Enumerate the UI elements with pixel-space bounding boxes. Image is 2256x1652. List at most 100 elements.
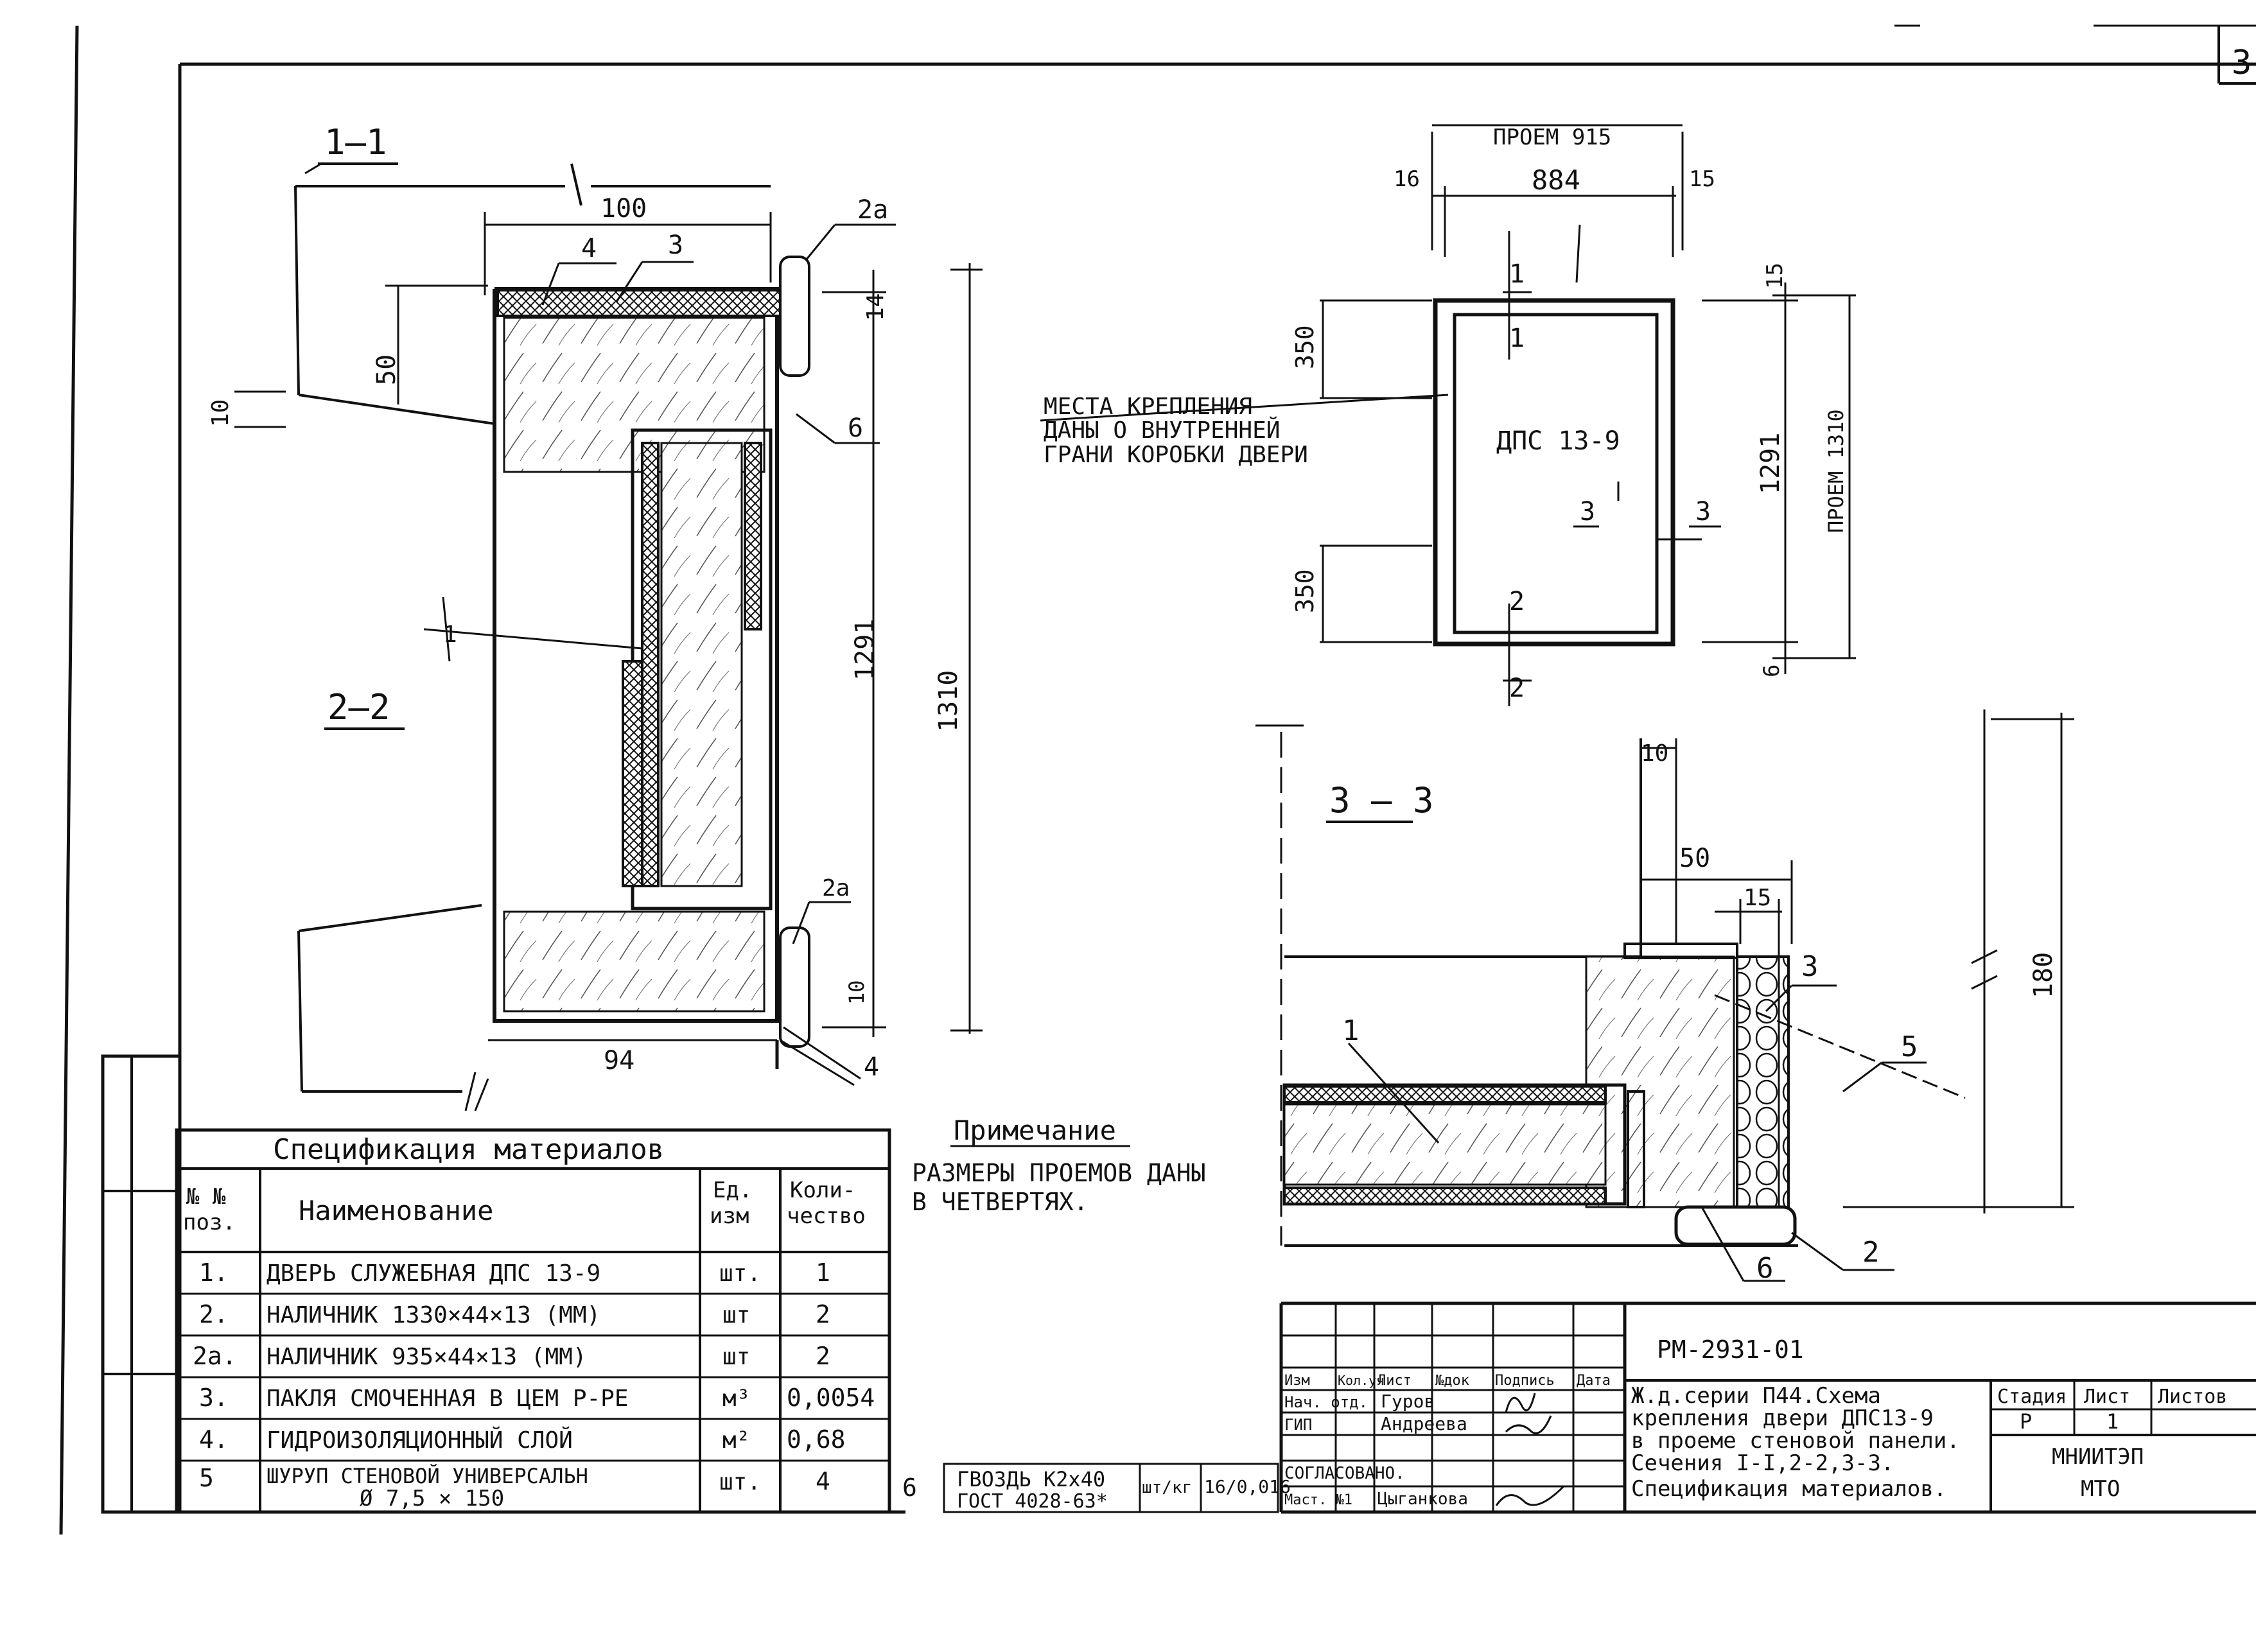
row-3-unit: шт	[722, 1344, 750, 1370]
tb-header-sign: Подпись	[1495, 1373, 1555, 1389]
callout-2-s33: 2	[1862, 1236, 1880, 1269]
spec-title: Спецификация материалов	[273, 1133, 664, 1166]
extra-name2: ГОСТ 4028-63*	[957, 1490, 1108, 1513]
dim-15-top: 15	[1689, 166, 1715, 192]
title-block: Изм Кол.уч Лист №док Подпись Дата Нач. о…	[1279, 1301, 2256, 1514]
extra-unit: шт/кг	[1142, 1478, 1192, 1497]
sheet-value: 1	[2106, 1409, 2119, 1434]
row-2-unit: шт	[722, 1302, 750, 1328]
header-qty-1: Коли-	[790, 1178, 855, 1203]
row-6-qty: 4	[816, 1467, 830, 1495]
callout-3-top: 3	[668, 230, 683, 260]
dim-6: 6	[1759, 665, 1785, 677]
header-unit-2: изм	[710, 1203, 749, 1229]
extra-qty: 16/0,016	[1204, 1476, 1291, 1497]
header-qty-2: чество	[787, 1203, 866, 1229]
dim-180: 180	[2029, 952, 2058, 998]
dim-15-s33: 15	[1744, 885, 1771, 911]
tb-desc-1: Ж.д.серии П44.Схема	[1631, 1383, 1881, 1409]
extra-name: ГВОЗДЬ К2х40	[957, 1467, 1105, 1491]
leader-note-line-3: ГРАНИ КОРОБКИ ДВЕРИ	[1044, 442, 1308, 468]
tb-role-1: Нач. отд.	[1284, 1393, 1368, 1411]
tb-desc-3: в проеме стеновой панели.	[1631, 1428, 1960, 1454]
tb-header-ndok: №док	[1435, 1373, 1469, 1389]
tb-header-kol: Кол.уч	[1338, 1373, 1384, 1388]
row-1-name: ДВЕРЬ СЛУЖЕБНАЯ ДПС 13-9	[267, 1260, 600, 1287]
tb-name-4: Цыганкова	[1377, 1490, 1468, 1509]
cut-marker-1: 1	[443, 622, 457, 648]
row-1-qty: 1	[816, 1258, 830, 1287]
section-1-1-title: 1—1	[324, 122, 387, 162]
dim-opening-1310: ПРОЕМ 1310	[1824, 409, 1848, 533]
dim-10-s33: 10	[1641, 740, 1668, 767]
tb-header-izm: Изм	[1284, 1373, 1310, 1389]
signature-2	[1505, 1415, 1552, 1434]
row-6-pos: 5	[199, 1464, 214, 1492]
callout-1-s33: 1	[1342, 1014, 1360, 1047]
tb-desc-5: Спецификация материалов.	[1631, 1476, 1946, 1502]
row-1-pos: 1.	[199, 1258, 229, 1287]
note-line-1: РАЗМЕРЫ ПРОЕМОВ ДАНЫ	[912, 1159, 1206, 1187]
row-2-qty: 2	[816, 1300, 830, 1328]
tb-header-list: Лист	[1377, 1373, 1412, 1389]
dim-350-bottom: 350	[1291, 569, 1319, 613]
tb-header-date: Дата	[1577, 1373, 1611, 1389]
dim-1291-section: 1291	[850, 619, 880, 681]
row-6-name2: Ø 7,5 × 150	[360, 1486, 504, 1511]
dim-15-right: 15	[1762, 263, 1788, 289]
callout-4-bottom: 4	[864, 1052, 879, 1082]
table-row: 1. ДВЕРЬ СЛУЖЕБНАЯ ДПС 13-9 шт. 1	[199, 1258, 830, 1287]
table-row: 5 ШУРУП СТЕНОВОЙ УНИВЕРСАЛЬН Ø 7,5 × 150…	[199, 1464, 830, 1511]
row-2-name: НАЛИЧНИК 1330×44×13 (ММ)	[267, 1302, 600, 1328]
leader-note-line-2: ДАНЫ О ВНУТРЕННЕЙ	[1044, 417, 1280, 444]
section-1-1-drawing: 1—1	[207, 122, 983, 1111]
callout-3-s33: 3	[1801, 950, 1819, 983]
note-line-2: В ЧЕТВЕРТЯХ.	[912, 1188, 1089, 1216]
section-3-3-drawing: 3 — 3 10 50 15	[1255, 709, 2074, 1285]
door-label: ДПС 13-9	[1496, 426, 1620, 456]
org-2: МТО	[2081, 1476, 2120, 1502]
cut-mark-1-top: 1	[1509, 259, 1525, 289]
callout-4-top: 4	[581, 234, 597, 263]
tb-role-3: СОГЛАСОВАНО.	[1284, 1464, 1405, 1483]
dim-1291-elev: 1291	[1756, 433, 1785, 494]
row-5-unit: м²	[722, 1427, 750, 1454]
dim-884: 884	[1532, 164, 1580, 196]
table-row: 3. ПАКЛЯ СМОЧЕННАЯ В ЦЕМ Р-РЕ м³ 0,0054	[199, 1384, 875, 1412]
dim-50: 50	[372, 354, 401, 385]
row-5-pos: 4.	[199, 1425, 229, 1454]
row-5-qty: 0,68	[787, 1425, 846, 1454]
dim-opening-915: ПРОЕМ 915	[1493, 125, 1611, 150]
row-1-unit: шт.	[719, 1260, 761, 1287]
header-name: Наименование	[299, 1195, 493, 1226]
door-elevation-drawing: ПРОЕМ 915 884 16 15 ДПС 13-9 350 350 15 …	[1040, 124, 1856, 706]
stage-value: Р	[2020, 1409, 2032, 1434]
cut-mark-2-inner: 2	[1509, 587, 1525, 616]
signature-3	[1495, 1485, 1565, 1506]
section-3-3-title: 3 — 3	[1329, 780, 1434, 821]
leader-note-line-1: МЕСТА КРЕПЛЕНИЯ	[1044, 394, 1252, 420]
row-3-name: НАЛИЧНИК 935×44×13 (ММ)	[267, 1344, 587, 1370]
callout-6: 6	[848, 413, 863, 443]
note-title: Примечание	[954, 1115, 1116, 1146]
dim-16: 16	[1394, 166, 1420, 192]
row-4-name: ПАКЛЯ СМОЧЕННАЯ В ЦЕМ Р-РЕ	[267, 1386, 629, 1412]
callout-2a-bottom: 2a	[822, 875, 850, 901]
header-unit-1: Ед.	[713, 1178, 752, 1203]
table-row: 2а. НАЛИЧНИК 935×44×13 (ММ) шт 2	[193, 1342, 830, 1370]
cut-mark-3-right: 3	[1695, 497, 1711, 526]
dim-1310-section: 1310	[934, 670, 963, 732]
callout-2a-top: 2a	[857, 195, 888, 225]
dim-10-left: 10	[207, 399, 234, 427]
stage-header: Стадия	[1997, 1386, 2067, 1408]
row-5-name: ГИДРОИЗОЛЯЦИОННЫЙ СЛОЙ	[267, 1427, 573, 1454]
cut-mark-1-inner: 1	[1509, 324, 1525, 353]
row-4-qty: 0,0054	[787, 1384, 875, 1412]
callout-5-s33: 5	[1901, 1030, 1918, 1063]
note-block: Примечание РАЗМЕРЫ ПРОЕМОВ ДАНЫ В ЧЕТВЕР…	[912, 1115, 1206, 1216]
dim-10-bottom: 10	[844, 980, 869, 1005]
tb-code: РМ-2931-01	[1657, 1335, 1804, 1364]
dim-50-s33: 50	[1679, 844, 1710, 873]
page-marker: 3	[2232, 44, 2252, 82]
